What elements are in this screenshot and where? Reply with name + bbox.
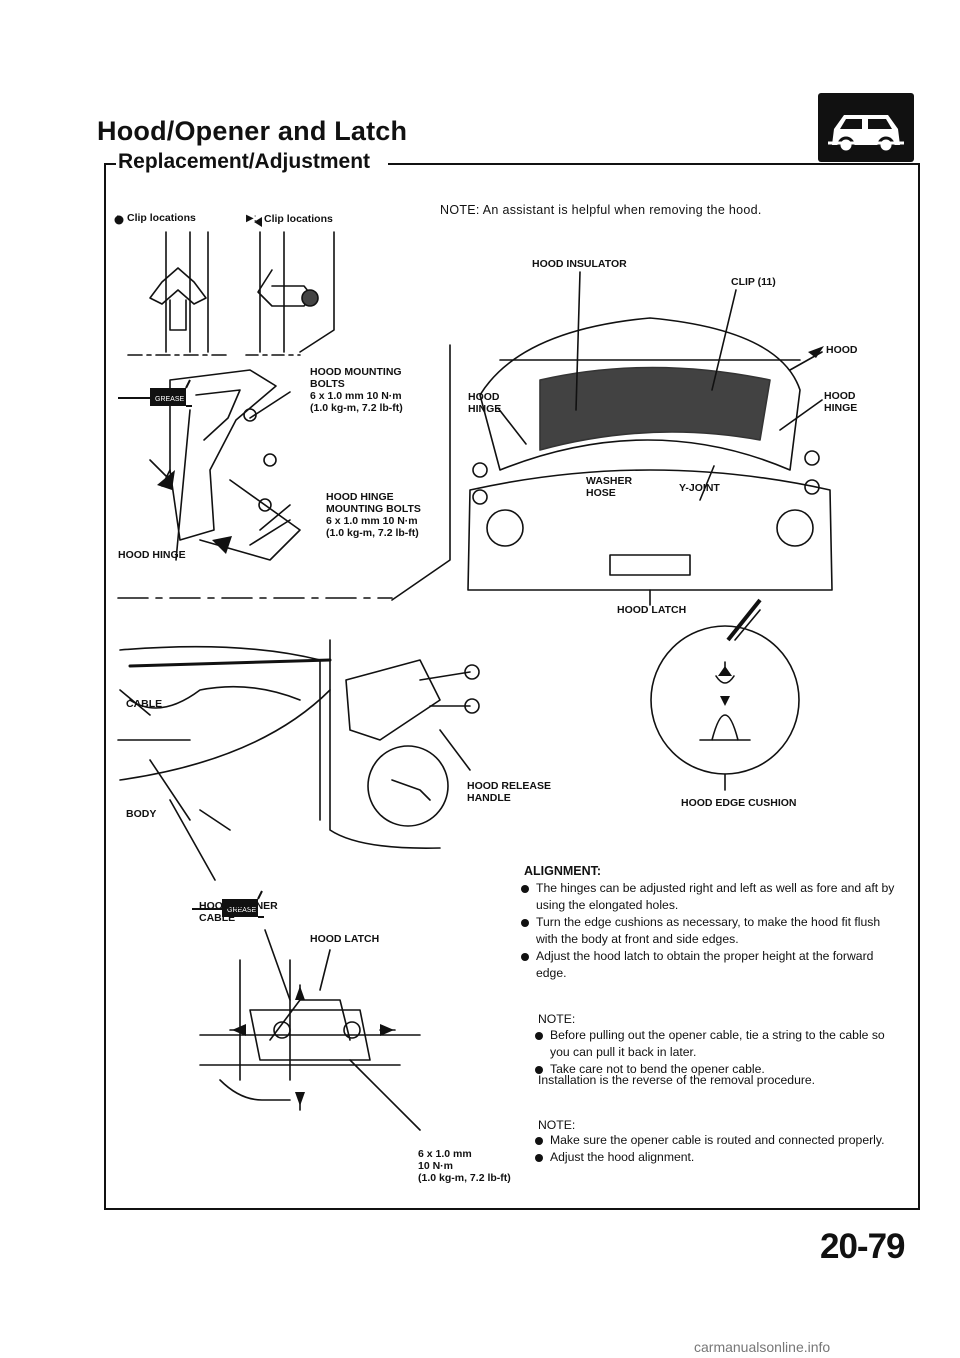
label-hood-opener-cable: HOOD OPENER CABLE [199,900,278,924]
label-latch-torque: 6 x 1.0 mm 10 N·m (1.0 kg-m, 7.2 lb-ft) [418,1148,511,1184]
note1-heading: NOTE: [538,1012,576,1026]
watermark: carmanualsonline.info [694,1339,831,1355]
page-title: Hood/Opener and Latch [97,116,408,146]
car-hood-open-drawing [467,271,833,606]
label-cable: CABLE [126,698,163,710]
label-hood-hinge-mid: HOOD HINGE [468,391,502,415]
arrow-clip-legend-text: Clip locations [264,213,333,225]
round-marker-colon: : [116,212,120,224]
round-clip-detail [127,231,229,356]
note2-item: Adjust the hood alignment. [534,1149,900,1166]
label-hood-edge-cushion: HOOD EDGE CUSHION [681,797,797,809]
label-clip: CLIP (11) [731,276,776,288]
label-hood-hinge-right: HOOD HINGE [824,390,858,414]
label-body: BODY [126,808,157,820]
frame-top-left-rule [104,163,116,165]
label-hood-hinge-left: HOOD HINGE [118,549,186,561]
page-number: 20-79 [820,1227,906,1266]
label-hood-hinge-mounting-bolts: HOOD HINGE MOUNTING BOLTS 6 x 1.0 mm 10 … [326,491,421,539]
label-hood-insulator: HOOD INSULATOR [532,258,627,270]
arrow-marker-icon: ▶: [246,213,257,224]
label-hood-latch-bottom: HOOD LATCH [310,933,380,945]
label-washer-hose: WASHER HOSE [586,475,633,499]
label-hood-latch-top: HOOD LATCH [617,604,687,616]
hood-hinge-drawing [117,344,451,601]
car-front-icon [818,93,914,162]
content-frame [104,163,920,1210]
label-y-joint: Y-JOINT [679,482,720,494]
grease-tube-icon: GREASE [118,379,192,407]
arrow-clip-detail [245,231,335,356]
label-hood-mounting-bolts: HOOD MOUNTING BOLTS 6 x 1.0 mm 10 N·m (1… [310,366,403,414]
alignment-item: The hinges can be adjusted right and lef… [520,880,900,914]
note2-list: Make sure the opener cable is routed and… [534,1132,900,1166]
installation-text: Installation is the reverse of the remov… [538,1073,816,1087]
round-clip-legend-text: Clip locations [127,212,196,224]
note2-item: Make sure the opener cable is routed and… [534,1132,900,1149]
hood-release-handle-drawing [329,639,480,849]
note1-item: Take care not to bend the opener cable. [534,1061,898,1078]
alignment-list: The hinges can be adjusted right and lef… [520,880,900,982]
label-hood: HOOD [826,344,858,356]
assistant-note: NOTE: An assistant is helpful when remov… [440,203,762,217]
clip-legend-arrow: Clip locations [264,213,333,225]
section-subtitle: Replacement/Adjustment [118,150,371,173]
edge-cushion-detail [650,609,800,791]
note2-heading: NOTE: [538,1118,576,1132]
grease-tube-icon: GREASE [192,890,264,918]
alignment-heading: ALIGNMENT: [524,864,602,878]
label-hood-release-handle: HOOD RELEASE HANDLE [467,780,552,804]
svg-text:GREASE: GREASE [227,907,257,914]
note1-item: Before pulling out the opener cable, tie… [534,1027,898,1061]
clip-legend-round: Clip locations [127,212,196,224]
frame-top-right-rule [388,163,918,165]
hood-opener-cable-drawing [117,645,332,881]
svg-text:GREASE: GREASE [155,396,185,403]
alignment-item: Adjust the hood latch to obtain the prop… [520,948,900,982]
note1-list: Before pulling out the opener cable, tie… [534,1027,898,1078]
alignment-item: Turn the edge cushions as necessary, to … [520,914,900,948]
